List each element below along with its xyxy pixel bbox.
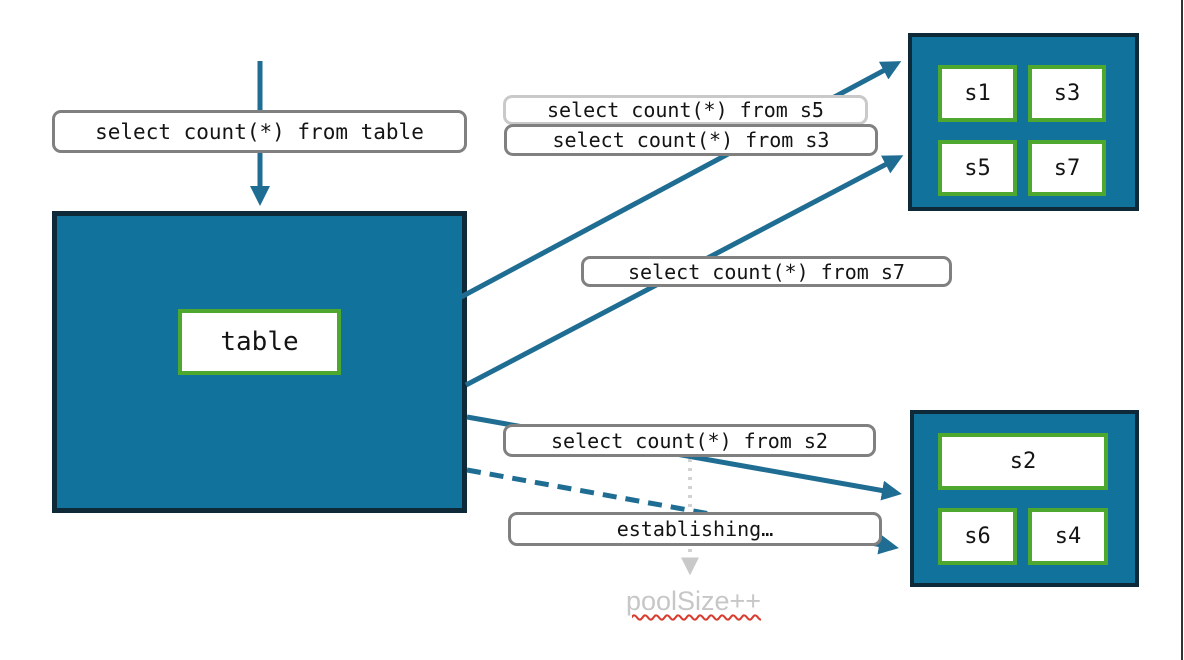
shard-s4: s4 [1028,508,1108,565]
query-label-s2: select count(*) from s2 [503,424,876,457]
shard-s1-label: s1 [964,81,991,106]
shard-group-top: s1 s3 s5 s7 [908,33,1139,211]
query-label-s7-text: select count(*) from s7 [628,259,905,284]
shard-s2-label: s2 [1009,449,1037,474]
shard-s2: s2 [938,433,1108,490]
shard-s6-label: s6 [964,524,991,549]
shard-s1: s1 [938,65,1017,122]
query-label-s7: select count(*) from s7 [581,256,952,287]
establishing-label-text: establishing… [616,517,774,541]
shard-s7: s7 [1028,140,1106,196]
table-box-label: table [178,309,341,375]
query-label-s3: select count(*) from s3 [504,124,878,156]
shard-s7-label: s7 [1053,155,1081,181]
slide-right-edge [1181,0,1183,660]
shard-s4-label: s4 [1054,524,1082,549]
query-label-s5-text: select count(*) from s5 [547,98,824,122]
shard-s3-label: s3 [1053,81,1081,106]
table-box: table [52,211,467,513]
shard-s6: s6 [938,508,1017,565]
establishing-label: establishing… [508,512,882,546]
query-label-table-text: select count(*) from table [95,119,424,144]
shard-s3: s3 [1028,65,1106,122]
poolsize-text: poolSize++ [625,586,762,616]
shard-s5: s5 [938,140,1017,196]
shard-s5-label: s5 [964,155,991,181]
table-label-text: table [220,327,299,357]
query-label-s5: select count(*) from s5 [503,95,868,125]
query-label-s2-text: select count(*) from s2 [551,428,828,453]
shard-group-bottom: s2 s6 s4 [910,410,1139,587]
query-label-table: select count(*) from table [52,110,467,153]
query-label-s3-text: select count(*) from s3 [552,128,830,152]
